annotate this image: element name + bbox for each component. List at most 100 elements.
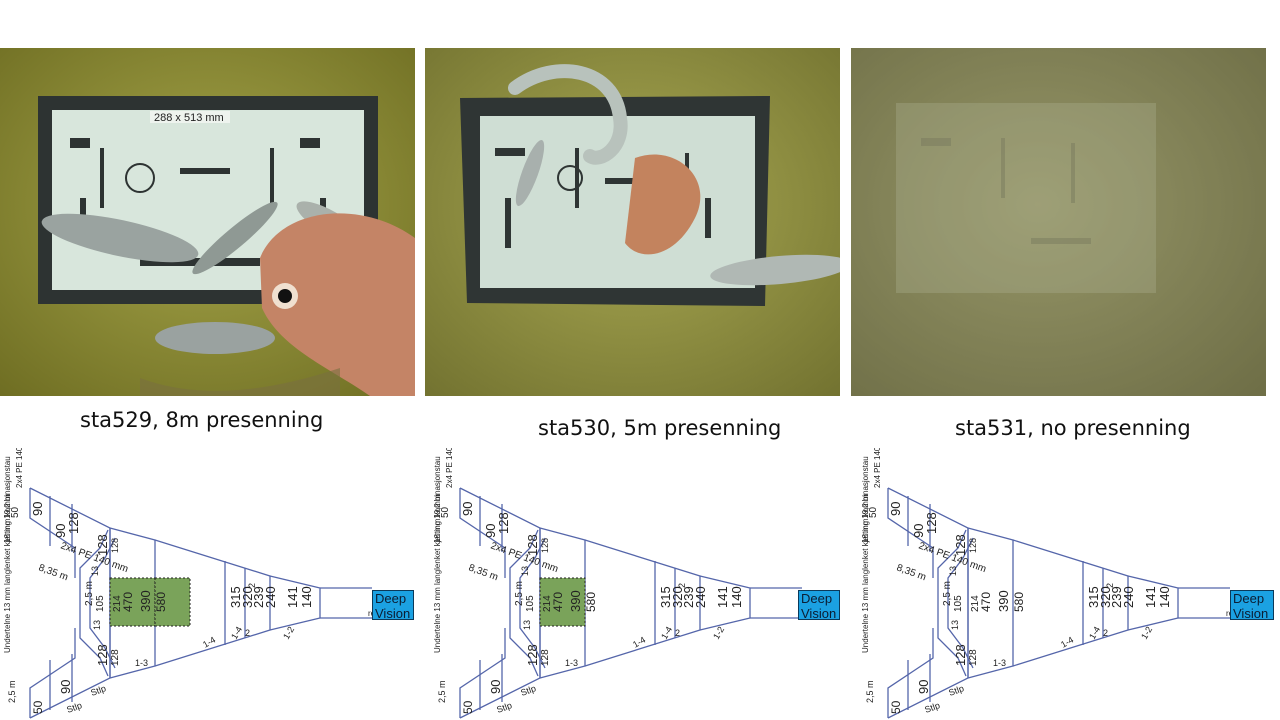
- photo-sta531: [851, 48, 1266, 396]
- fish: [41, 213, 199, 263]
- diagram-label: 239: [1109, 586, 1124, 608]
- label-undertelne: Undertelne 13 mm langlenket kjetting 19,…: [3, 494, 12, 653]
- diagram-label: 50: [31, 700, 45, 714]
- label-kombinasjonstau: 16 mm kombinasjonstau: [3, 456, 12, 543]
- diagram-label: 240: [693, 586, 708, 608]
- diagram-label: 470: [551, 592, 565, 612]
- diagram-label: Stlp: [65, 700, 83, 715]
- diagram-label: 315: [658, 586, 673, 608]
- label-pe: 2x4 PE 140 mm: [873, 448, 882, 488]
- diagram-label: 90: [911, 524, 926, 538]
- diagram-label: 50: [10, 506, 21, 518]
- diagram-label: 141: [1143, 586, 1158, 608]
- photo-sta529: 288 x 513 mm: [0, 48, 415, 396]
- diagram-label: 239: [251, 586, 266, 608]
- shade-box: [154, 577, 191, 627]
- diagram-label: 2: [1103, 628, 1108, 638]
- diagram-label: 2: [245, 628, 250, 638]
- diagram-label: 140: [299, 586, 314, 608]
- diagram-label: 128: [924, 512, 939, 534]
- diagram-label: 2: [1105, 583, 1115, 588]
- diagram-label: 320: [240, 586, 255, 608]
- diagram-label: 2: [247, 583, 257, 588]
- diagram-label: 214: [542, 595, 553, 612]
- diagram-label: 1-3: [993, 658, 1006, 668]
- fish: [508, 64, 628, 165]
- diagram-label: 320: [670, 586, 685, 608]
- label-kombinasjonstau: 16 mm kombinasjonstau: [433, 456, 442, 543]
- caption-sta531: sta531, no presenning: [955, 416, 1191, 440]
- diagram-label: 2,5 m: [437, 680, 447, 703]
- diagram-label: 2,5 m: [84, 581, 95, 606]
- caption-sta530: sta530, 5m presenning: [538, 416, 782, 440]
- diagram-label: Stlp: [519, 683, 537, 698]
- deep-vision-box-sta530: Deep Vision: [798, 590, 840, 621]
- diagram-label: 580: [154, 592, 168, 612]
- diagram-label: 239: [681, 586, 696, 608]
- diagram-label: 105: [95, 595, 106, 612]
- diagram-label: 580: [1012, 592, 1026, 612]
- diagram-label: 128: [525, 644, 540, 666]
- diagram-label: 128: [968, 649, 979, 666]
- diagram-label: 105: [953, 595, 964, 612]
- diagram-label: 90: [488, 680, 503, 694]
- label-undertelne: Undertelne 13 mm langlenket kjetting 19,…: [433, 494, 442, 653]
- diagram-label: 470: [979, 592, 993, 612]
- diagram-label: 90: [916, 680, 931, 694]
- diagram-label: 470: [121, 592, 135, 612]
- diagram-label: 315: [228, 586, 243, 608]
- diagram-label: 128: [953, 534, 968, 556]
- diagram-label: 2,5 m: [865, 680, 875, 703]
- diagram-label: 214: [970, 595, 981, 612]
- diagram-label: 13: [522, 620, 532, 630]
- diagram-label: 141: [715, 586, 730, 608]
- diagram-label: 2,5 m: [7, 680, 17, 703]
- diagram-label: 90: [30, 502, 45, 516]
- redfish: [625, 154, 701, 255]
- label-pe: 2x4 PE 140 mm: [445, 448, 454, 488]
- diagram-label: 1-3: [565, 658, 578, 668]
- diagram-label: 2,5 m: [514, 581, 525, 606]
- diagram-label: 90: [888, 502, 903, 516]
- diagram-label: 105: [525, 595, 536, 612]
- diagram-label: 390: [568, 590, 583, 612]
- diagram-label: 8,35 m: [467, 562, 499, 583]
- diagram-label: Stlp: [947, 683, 965, 698]
- diagram-label: 2,5 m: [942, 581, 953, 606]
- diagram-label: 50: [461, 700, 475, 714]
- caption-sta529: sta529, 8m presenning: [80, 408, 324, 432]
- label-pe: 2x4 PE 140 mm: [15, 448, 24, 488]
- diagram-label: 50: [889, 700, 903, 714]
- diagram-label: 2: [677, 583, 687, 588]
- label-undertelne: Undertelne 13 mm langlenket kjetting 19,…: [861, 494, 870, 653]
- diagram-label: Stlp: [495, 700, 513, 715]
- diagram-label: 128: [496, 512, 511, 534]
- diagram-label: 320: [1098, 586, 1113, 608]
- diagram-label: 140: [729, 586, 744, 608]
- diagram-label: 90: [53, 524, 68, 538]
- diagram-label: 90: [460, 502, 475, 516]
- diagram-label: 13: [948, 566, 958, 576]
- diagram-label: 580: [584, 592, 598, 612]
- diagram-label: 128: [968, 538, 978, 553]
- diagram-label: 13: [90, 566, 100, 576]
- diagram-label: 128: [525, 534, 540, 556]
- diagram-label: 128: [95, 534, 110, 556]
- diagram-label: 50: [440, 506, 451, 518]
- diagram-label: 128: [953, 644, 968, 666]
- diagram-label: 128: [66, 512, 81, 534]
- diagram-label: 390: [996, 590, 1011, 612]
- label-kombinasjonstau: 16 mm kombinasjonstau: [861, 456, 870, 543]
- diagram-label: 128: [110, 649, 121, 666]
- redfish: [260, 213, 415, 396]
- diagram-label: 390: [138, 590, 153, 612]
- shade-box: [539, 577, 586, 627]
- diagram-label: 13: [92, 620, 102, 630]
- chart-label: 288 x 513 mm: [154, 112, 224, 124]
- diagram-label: 141: [285, 586, 300, 608]
- diagram-label: 140: [1157, 586, 1172, 608]
- diagram-label: 13: [950, 620, 960, 630]
